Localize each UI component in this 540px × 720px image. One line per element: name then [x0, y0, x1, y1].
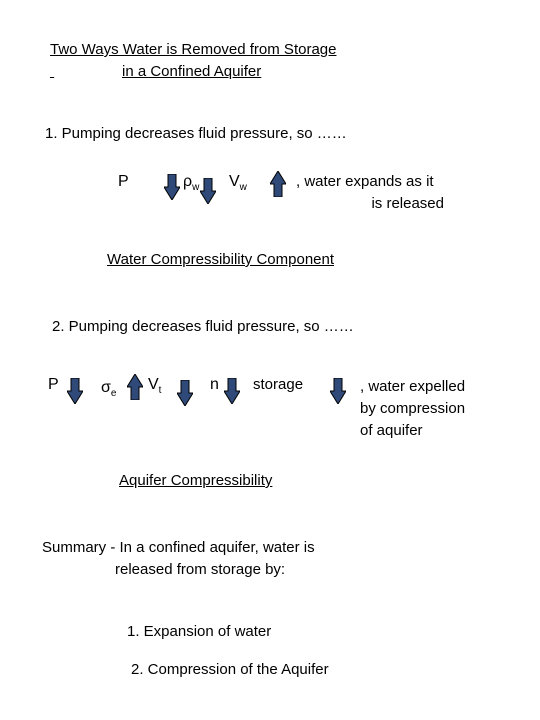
- section2-note-line-3: of aquifer: [360, 422, 423, 439]
- summary-line-2: released from storage by:: [115, 561, 286, 578]
- arrow-down-icon: [330, 378, 346, 404]
- storage-label: storage: [253, 376, 304, 393]
- section2-heading: 2. Pumping decreases fluid pressure, so …: [52, 318, 354, 335]
- arrow-down-icon: [224, 378, 240, 404]
- arrow-down-icon: [67, 378, 83, 404]
- summary-item-1: 1. Expansion of water: [127, 623, 272, 640]
- arrow-down-icon: [200, 178, 216, 204]
- arrow-down-icon: [164, 174, 180, 200]
- total-volume-symbol: Vt: [148, 376, 162, 397]
- section2-note-line-2: by compression: [360, 400, 466, 417]
- section1-heading: 1. Pumping decreases fluid pressure, so …: [45, 125, 347, 142]
- section1-component: Water Compressibility Component: [107, 251, 335, 268]
- section2-note-line-1: , water expelled: [360, 378, 466, 395]
- section1-note-line-2: is released: [371, 195, 444, 212]
- volume-water-symbol: Vw: [229, 173, 247, 194]
- arrow-up-icon: [127, 374, 143, 400]
- arrow-up-icon: [270, 171, 286, 197]
- density-symbol: ρw: [183, 173, 200, 194]
- title-line-1: Two Ways Water is Removed from Storage: [50, 41, 337, 58]
- pressure-symbol-2: P: [48, 376, 59, 393]
- summary-line-1: Summary - In a confined aquifer, water i…: [42, 539, 315, 556]
- effective-stress-symbol: σe: [101, 379, 117, 400]
- arrow-down-icon: [177, 380, 193, 406]
- pressure-symbol-1: P: [118, 173, 129, 190]
- summary-item-2: 2. Compression of the Aquifer: [131, 661, 329, 678]
- section2-component: Aquifer Compressibility: [119, 472, 273, 489]
- title-line-2: in a Confined Aquifer: [122, 63, 262, 80]
- porosity-symbol: n: [210, 376, 219, 393]
- section1-note-line-1: , water expands as it: [296, 173, 434, 190]
